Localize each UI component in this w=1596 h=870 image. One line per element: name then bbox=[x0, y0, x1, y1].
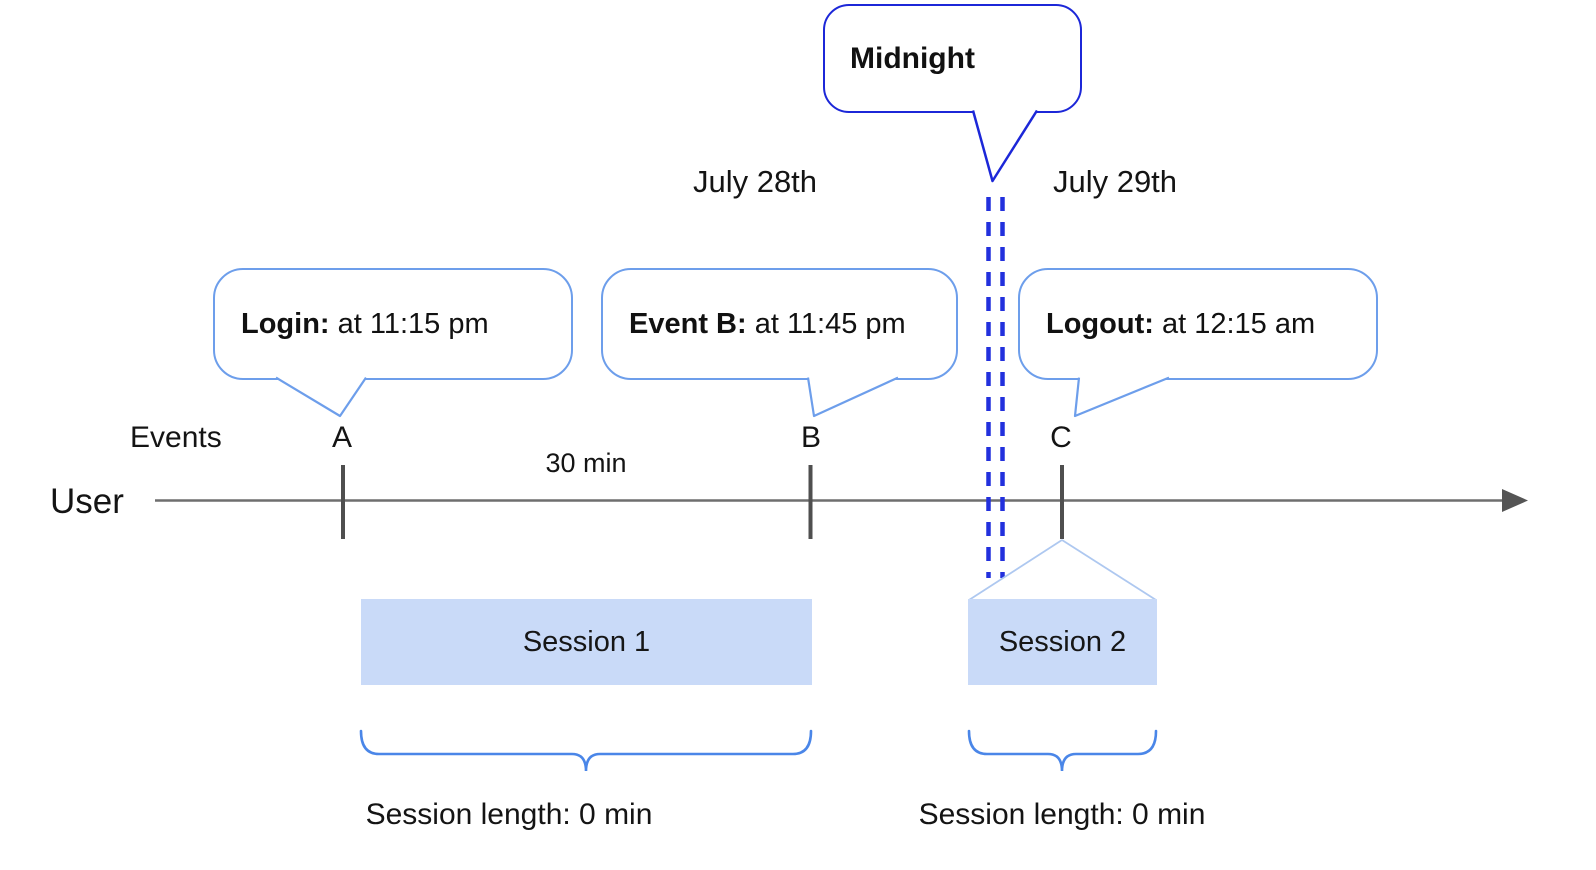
session-1-length-label: Session length: 0 min bbox=[365, 798, 653, 831]
timeline-arrowhead-icon bbox=[1502, 489, 1528, 512]
event-b-label: B bbox=[800, 421, 822, 454]
session2-funnel-left bbox=[968, 539, 1063, 601]
session2-brace bbox=[967, 729, 1158, 772]
interval-label: 30 min bbox=[545, 448, 627, 478]
events-row-label: Events bbox=[130, 421, 222, 454]
login-callout-time: at 11:15 pm bbox=[329, 307, 489, 340]
midnight-callout-label: Midnight bbox=[850, 41, 975, 75]
event-b-callout-time: at 11:45 pm bbox=[746, 307, 906, 340]
session2-funnel-right bbox=[1061, 539, 1157, 601]
event-b-callout: Event B: at 11:45 pm bbox=[601, 268, 958, 380]
user-row-label: User bbox=[50, 482, 124, 521]
logout-callout: Logout: at 12:15 am bbox=[1018, 268, 1378, 380]
session-2-box: Session 2 bbox=[968, 599, 1157, 685]
event-b-callout-title: Event B: bbox=[629, 307, 747, 340]
session-2-length-label: Session length: 0 min bbox=[918, 798, 1206, 831]
session-1-box: Session 1 bbox=[361, 599, 812, 685]
event-a-label: A bbox=[331, 421, 353, 454]
date-july-29: July 29th bbox=[1052, 164, 1178, 199]
logout-callout-title: Logout: bbox=[1046, 307, 1154, 340]
midnight-callout: Midnight bbox=[823, 4, 1082, 113]
session-2-label: Session 2 bbox=[998, 625, 1127, 658]
date-july-28: July 28th bbox=[692, 164, 818, 199]
logout-callout-time: at 12:15 am bbox=[1153, 307, 1316, 340]
login-callout-title: Login: bbox=[241, 307, 330, 340]
login-callout: Login: at 11:15 pm bbox=[213, 268, 573, 380]
event-c-label: C bbox=[1050, 421, 1072, 454]
session1-brace bbox=[359, 729, 813, 772]
session-1-label: Session 1 bbox=[522, 625, 651, 658]
